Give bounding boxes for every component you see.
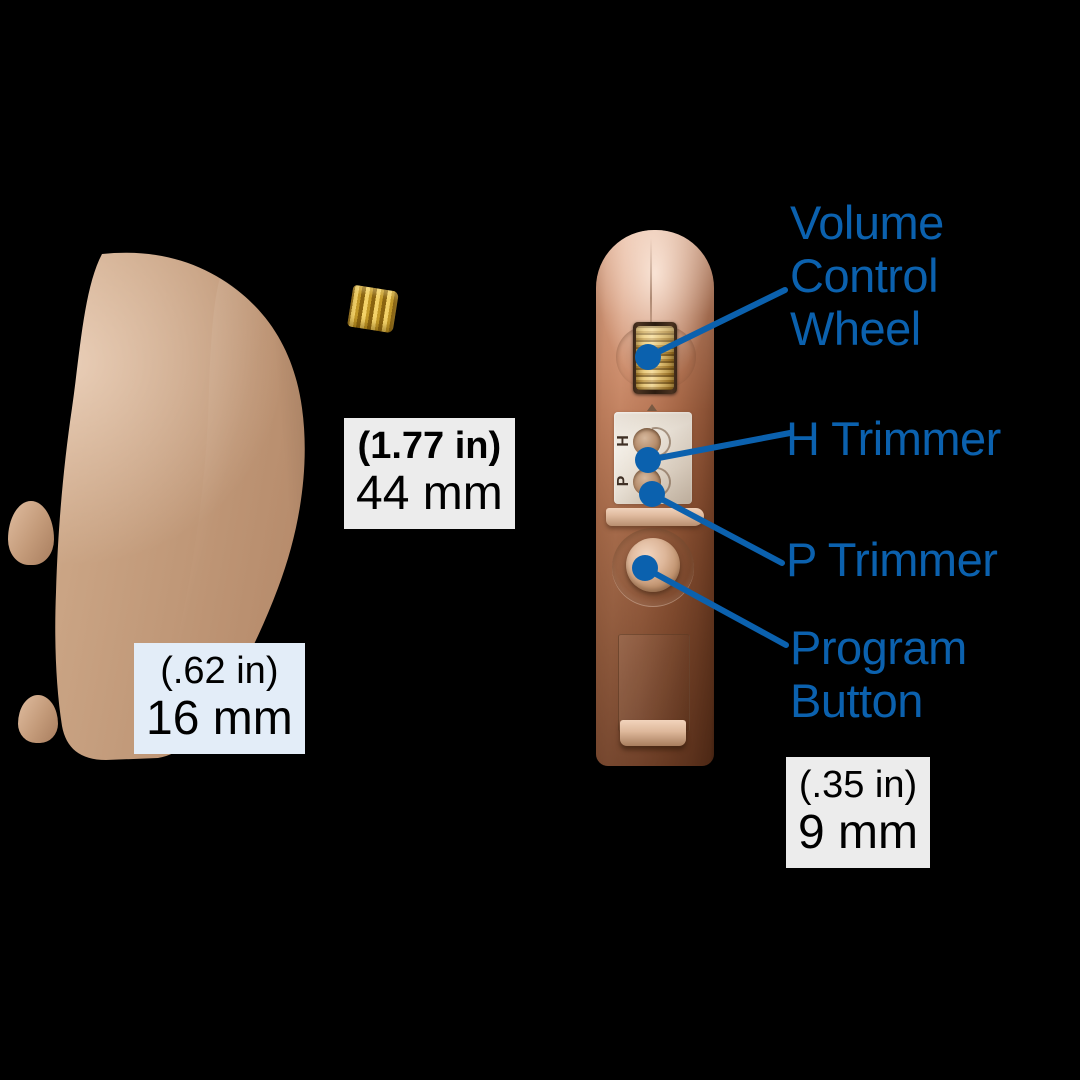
dimension-box-height: (1.77 in) 44 mm bbox=[344, 418, 515, 529]
trimmer-arrow-icon bbox=[647, 404, 657, 411]
h-trimmer-letter: H bbox=[615, 435, 632, 447]
callout-label-h-trimmer: H Trimmer bbox=[786, 412, 1001, 465]
dimension-width-inches: (.62 in) bbox=[160, 650, 279, 692]
dimension-box-depth: (.35 in) 9 mm bbox=[786, 757, 930, 868]
callout-label-volume-control-wheel: Volume Control Wheel bbox=[790, 196, 944, 355]
side-profile-body bbox=[8, 248, 400, 768]
p-trimmer-letter: P bbox=[615, 475, 632, 487]
battery-door[interactable] bbox=[618, 634, 690, 732]
faceplate-ledge bbox=[606, 508, 704, 526]
dimension-height-mm: 44 mm bbox=[356, 467, 503, 520]
program-button[interactable] bbox=[626, 538, 680, 592]
dimension-depth-inches: (.35 in) bbox=[798, 764, 918, 806]
hearing-aid-side-profile bbox=[0, 238, 400, 778]
dimension-width-mm: 16 mm bbox=[146, 692, 293, 745]
callout-label-program-button: Program Button bbox=[790, 621, 967, 727]
dimension-depth-mm: 9 mm bbox=[798, 806, 918, 859]
battery-door-tab[interactable] bbox=[620, 720, 686, 746]
hearing-aid-faceplate: H P bbox=[588, 222, 724, 774]
dimension-height-inches: (1.77 in) bbox=[357, 425, 502, 467]
volume-wheel-highlight bbox=[636, 326, 674, 352]
dimension-box-width: (.62 in) 16 mm bbox=[134, 643, 305, 754]
battery-door-hinge-bump bbox=[18, 695, 58, 743]
callout-label-p-trimmer: P Trimmer bbox=[786, 533, 998, 586]
earhook-connector-icon bbox=[346, 284, 400, 334]
mic-port-bump-upper bbox=[8, 501, 54, 565]
